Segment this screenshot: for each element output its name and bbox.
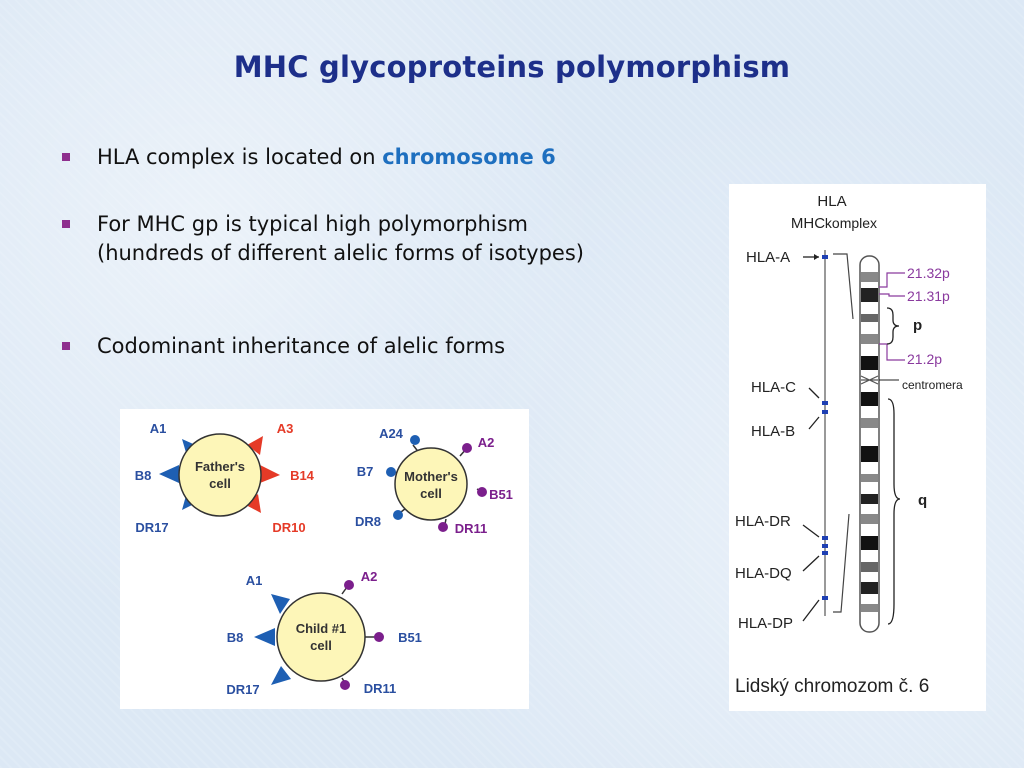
allele-label-a2: A2 — [361, 569, 378, 584]
allele-label-dr10: DR10 — [272, 520, 305, 535]
arm-q-label: q — [918, 492, 927, 509]
allele-label-b51: B51 — [489, 487, 513, 502]
band-label-21-32p: 21.32p — [907, 265, 950, 281]
bullet-text-line1: For MHC gp is typical high polymorphism — [97, 212, 528, 236]
father-cell-label-2: cell — [209, 476, 231, 491]
allele-label-b8: B8 — [135, 468, 152, 483]
bullet-text: HLA complex is located on — [97, 145, 383, 169]
chromosome-caption: Lidský chromozom č. 6 — [735, 676, 929, 697]
allele-label-b51: B51 — [398, 630, 422, 645]
allele-spike-dr17 — [271, 666, 291, 685]
mother-cell: Mother's cell A24 A2 B7 B51 DR8 DR11 — [355, 426, 513, 536]
bullet-marker — [62, 220, 70, 228]
allele-spike-a3 — [247, 436, 263, 455]
slide-title: MHC glycoproteins polymorphism — [233, 50, 791, 84]
allele-dot-a2 — [462, 443, 472, 453]
bullet-marker — [62, 153, 70, 161]
allele-label-dr11: DR11 — [455, 521, 488, 536]
allele-dot-dr11 — [438, 522, 448, 532]
bullet-item-hla-location: HLA complex is located on chromosome 6 — [58, 143, 718, 172]
allele-dot-dr8 — [393, 510, 403, 520]
gene-label-hla-a: HLA-A — [746, 249, 790, 266]
inheritance-diagram-svg: Father's cell A1 A3 B8 B14 DR17 DR10 Mot… — [135, 421, 513, 697]
allele-label-b8: B8 — [227, 630, 244, 645]
allele-label-a3: A3 — [277, 421, 294, 436]
allele-label-a24: A24 — [379, 426, 404, 441]
allele-dot-a2 — [344, 580, 354, 590]
allele-spike-b8 — [159, 465, 179, 483]
arm-p-brace — [886, 307, 900, 345]
bullet-highlight: chromosome 6 — [382, 145, 556, 169]
centromere-label: centromera — [902, 378, 963, 392]
allele-dot-b7 — [386, 467, 396, 477]
allele-dot-b51 — [374, 632, 384, 642]
komplex-header: komplex — [825, 215, 877, 231]
bullet-marker — [62, 342, 70, 350]
mhc-header: MHC — [791, 215, 825, 232]
gene-label-hla-dq: HLA-DQ — [735, 565, 792, 582]
gene-label-hla-dp: HLA-DP — [738, 615, 793, 632]
bullet-item-codominant: Codominant inheritance of alelic forms — [58, 332, 718, 361]
gene-label-hla-dr: HLA-DR — [735, 513, 791, 530]
gene-label-hla-b: HLA-B — [751, 423, 795, 440]
allele-label-a2: A2 — [478, 435, 495, 450]
band-label-21-31p: 21.31p — [907, 288, 950, 304]
chromosome-outline — [859, 255, 880, 633]
father-cell-body — [178, 433, 262, 517]
allele-label-b7: B7 — [357, 464, 374, 479]
allele-label-a1: A1 — [246, 573, 263, 588]
allele-label-b14: B14 — [290, 468, 315, 483]
bullet-text-line2: (hundreds of different alelic forms of i… — [97, 241, 584, 265]
allele-label-dr8: DR8 — [355, 514, 381, 529]
arm-p-label: p — [913, 317, 922, 334]
allele-spike-dr10 — [244, 494, 261, 513]
child-cell-body — [276, 592, 366, 682]
bullet-list: HLA complex is located on chromosome 6 F… — [58, 143, 718, 361]
allele-label-a1: A1 — [150, 421, 167, 436]
inheritance-diagram: Father's cell A1 A3 B8 B14 DR17 DR10 Mot… — [120, 409, 529, 709]
arm-q-brace — [887, 398, 901, 625]
chromosome-diagram-svg: HLA MHC komplex HLA-A HLA-C HLA-B HLA-DR… — [735, 193, 963, 697]
allele-label-dr17: DR17 — [135, 520, 168, 535]
allele-label-dr11: DR11 — [364, 681, 397, 696]
child-cell-label: Child #1 — [296, 621, 347, 636]
mother-cell-label: Mother's — [404, 469, 458, 484]
band-label-21-2p: 21.2p — [907, 351, 942, 367]
chromosome-6 — [859, 255, 880, 633]
father-cell-label: Father's — [195, 459, 245, 474]
gene-label-hla-c: HLA-C — [751, 379, 796, 396]
father-cell: Father's cell A1 A3 B8 B14 DR17 DR10 — [135, 421, 315, 535]
allele-dot-dr11 — [340, 680, 350, 690]
child-cell-label-2: cell — [310, 638, 332, 653]
child-cell: Child #1 cell A1 A2 B8 B51 DR17 DR11 — [226, 569, 422, 697]
hla-header: HLA — [817, 193, 846, 210]
allele-spike-b8 — [254, 628, 275, 646]
allele-label-dr17: DR17 — [226, 682, 259, 697]
allele-dot-b51 — [477, 487, 487, 497]
chromosome-diagram: HLA MHC komplex HLA-A HLA-C HLA-B HLA-DR… — [729, 184, 986, 711]
allele-spike-a1 — [271, 594, 290, 614]
bullet-item-polymorphism: For MHC gp is typical high polymorphism … — [58, 210, 718, 268]
mother-cell-body — [394, 447, 468, 521]
bullet-text: Codominant inheritance of alelic forms — [97, 334, 506, 358]
allele-dot-a24 — [410, 435, 420, 445]
mother-cell-label-2: cell — [420, 486, 442, 501]
allele-spike-b14 — [260, 465, 280, 483]
